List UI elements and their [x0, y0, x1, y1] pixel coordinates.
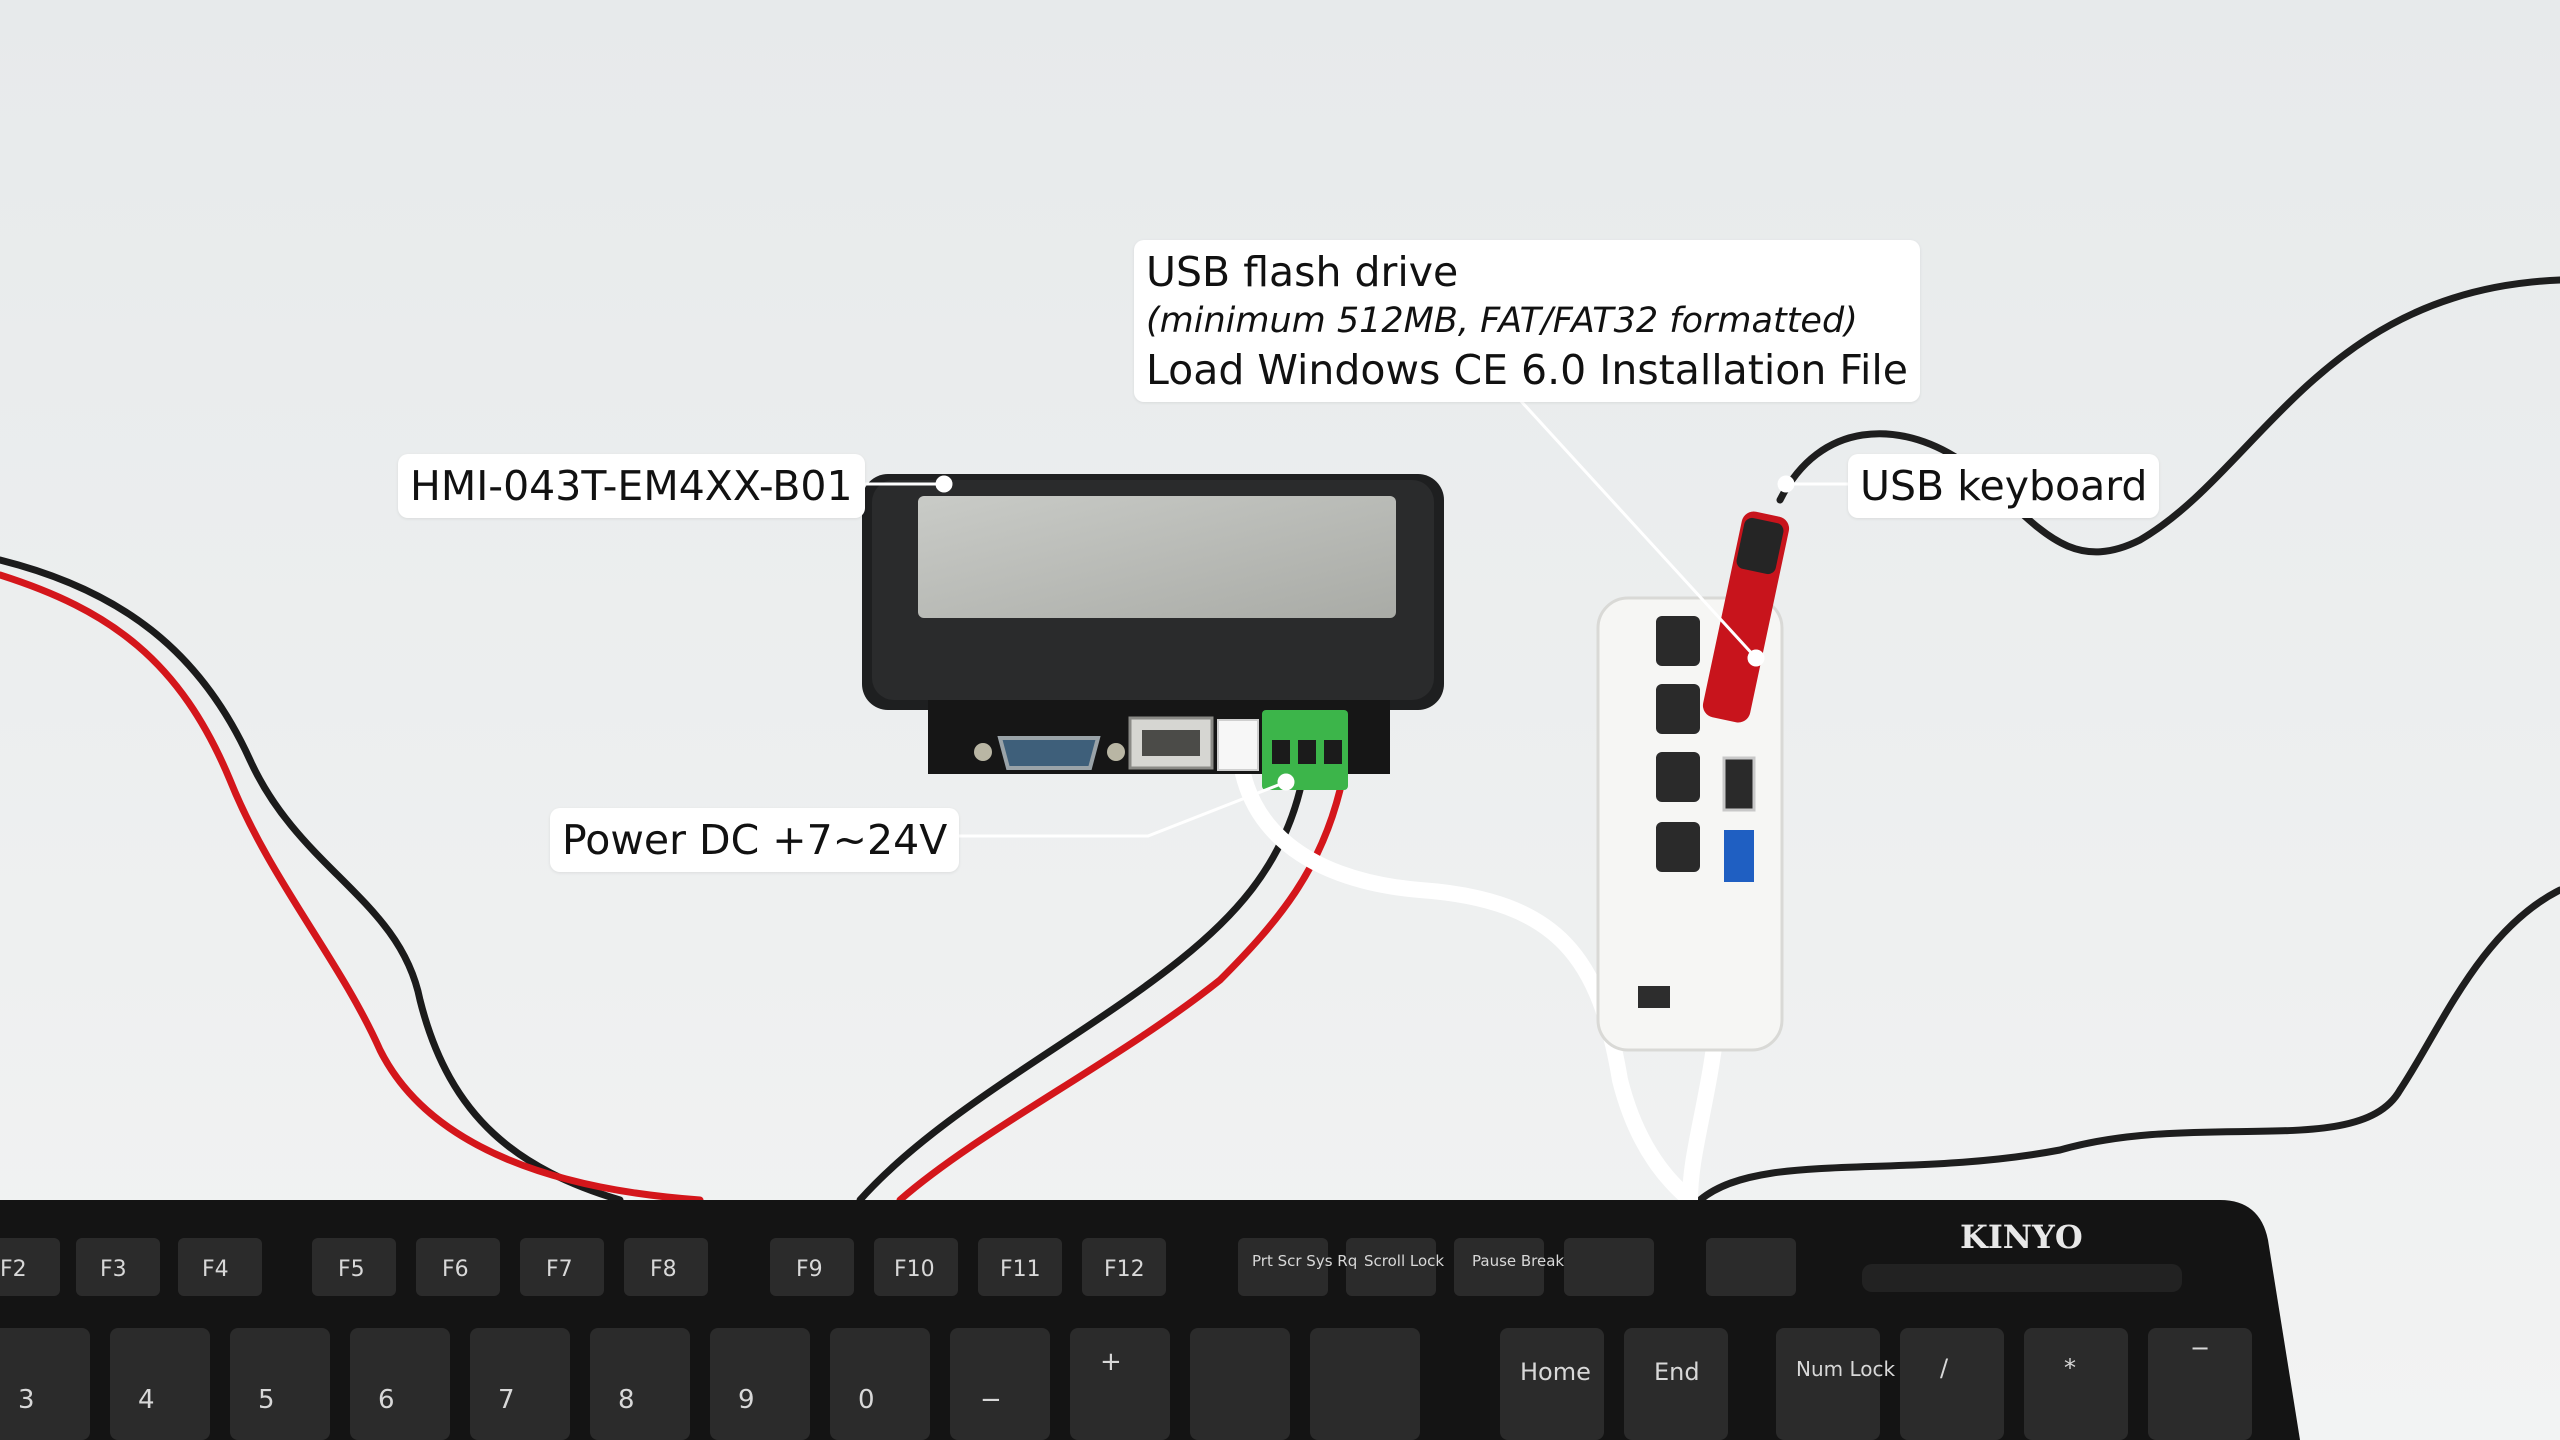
key-pausebreak: Pause Break — [1472, 1252, 1564, 1270]
key-prtscr: Prt Scr Sys Rq — [1252, 1252, 1357, 1270]
callout-leaders — [860, 398, 1848, 838]
number-key-labels: 3 4 5 6 7 8 9 0 − + — [18, 1347, 1122, 1415]
key-f2: F2 — [0, 1257, 27, 1282]
key-9: 9 — [738, 1385, 755, 1415]
key-8: 8 — [618, 1385, 635, 1415]
hmi-device — [862, 474, 1444, 790]
system-key-labels: Prt Scr Sys Rq Scroll Lock Pause Break — [1252, 1252, 1564, 1270]
key-f4: F4 — [202, 1257, 229, 1282]
key-asterisk: * — [2064, 1354, 2076, 1382]
key-f7: F7 — [546, 1257, 573, 1282]
key-f9: F9 — [796, 1257, 823, 1282]
red-wire-left — [0, 571, 704, 1204]
callout-hmi-model: HMI-043T-EM4XX-B01 — [398, 454, 865, 518]
usb-plug-white — [1217, 719, 1259, 771]
keyboard-brand-logo: KINYO — [1960, 1218, 2083, 1256]
usb-flash-title: USB flash drive — [1146, 248, 1459, 296]
hmi-screen — [918, 496, 1396, 618]
usb-flash-requirement: (minimum 512MB, FAT/FAT32 formatted) — [1146, 301, 1858, 341]
key-3: 3 — [18, 1385, 35, 1415]
keyboard: F2 F3 F4 F5 F6 F7 F8 F9 F10 F11 F12 Prt … — [0, 1200, 2300, 1440]
callout-power: Power DC +7~24V — [550, 808, 960, 872]
key-6: 6 — [378, 1385, 395, 1415]
key-end: End — [1654, 1358, 1700, 1386]
number-key-row — [0, 1328, 2252, 1440]
key-7: 7 — [498, 1385, 515, 1415]
key-0: 0 — [858, 1385, 875, 1415]
leader-usb-flash — [1518, 398, 1758, 660]
key-5: 5 — [258, 1385, 275, 1415]
key-scrolllock: Scroll Lock — [1364, 1252, 1444, 1270]
black-wire-to-terminal — [856, 786, 1304, 1204]
power-label: Power DC +7~24V — [562, 816, 948, 864]
key-slash: / — [1940, 1354, 1949, 1382]
serial-port — [974, 736, 1125, 770]
key-minus: − — [980, 1385, 1002, 1415]
usb-flash-purpose: Load Windows CE 6.0 Installation File — [1146, 346, 1908, 394]
key-numpad-minus: − — [2190, 1334, 2210, 1362]
hub-usb3-port — [1724, 830, 1754, 882]
key-f8: F8 — [650, 1257, 677, 1282]
function-key-row — [0, 1238, 1796, 1296]
key-4: 4 — [138, 1385, 155, 1415]
key-home: Home — [1520, 1358, 1591, 1386]
key-f5: F5 — [338, 1257, 365, 1282]
key-f3: F3 — [100, 1257, 127, 1282]
nav-key-labels: Home End Num Lock / * − — [1520, 1334, 2210, 1386]
keyboard-cable — [1696, 276, 2560, 1204]
key-f10: F10 — [894, 1257, 935, 1282]
hmi-model-label: HMI-043T-EM4XX-B01 — [410, 462, 853, 510]
function-key-labels: F2 F3 F4 F5 F6 F7 F8 F9 F10 F11 F12 — [0, 1257, 1145, 1282]
callout-usb-keyboard: USB keyboard — [1848, 454, 2160, 518]
keyboard-led-strip — [1862, 1264, 2182, 1292]
black-wire-left — [0, 556, 624, 1204]
usb-keyboard-label: USB keyboard — [1860, 462, 2148, 510]
leader-power — [922, 780, 1287, 838]
key-numlock: Num Lock — [1796, 1357, 1896, 1381]
usb-flash-drive — [1702, 511, 1790, 723]
key-f11: F11 — [1000, 1257, 1041, 1282]
key-plus: + — [1100, 1347, 1122, 1377]
key-f6: F6 — [442, 1257, 469, 1282]
callout-usb-flash-drive: USB flash drive (minimum 512MB, FAT/FAT3… — [1134, 240, 1920, 402]
key-f12: F12 — [1104, 1257, 1145, 1282]
